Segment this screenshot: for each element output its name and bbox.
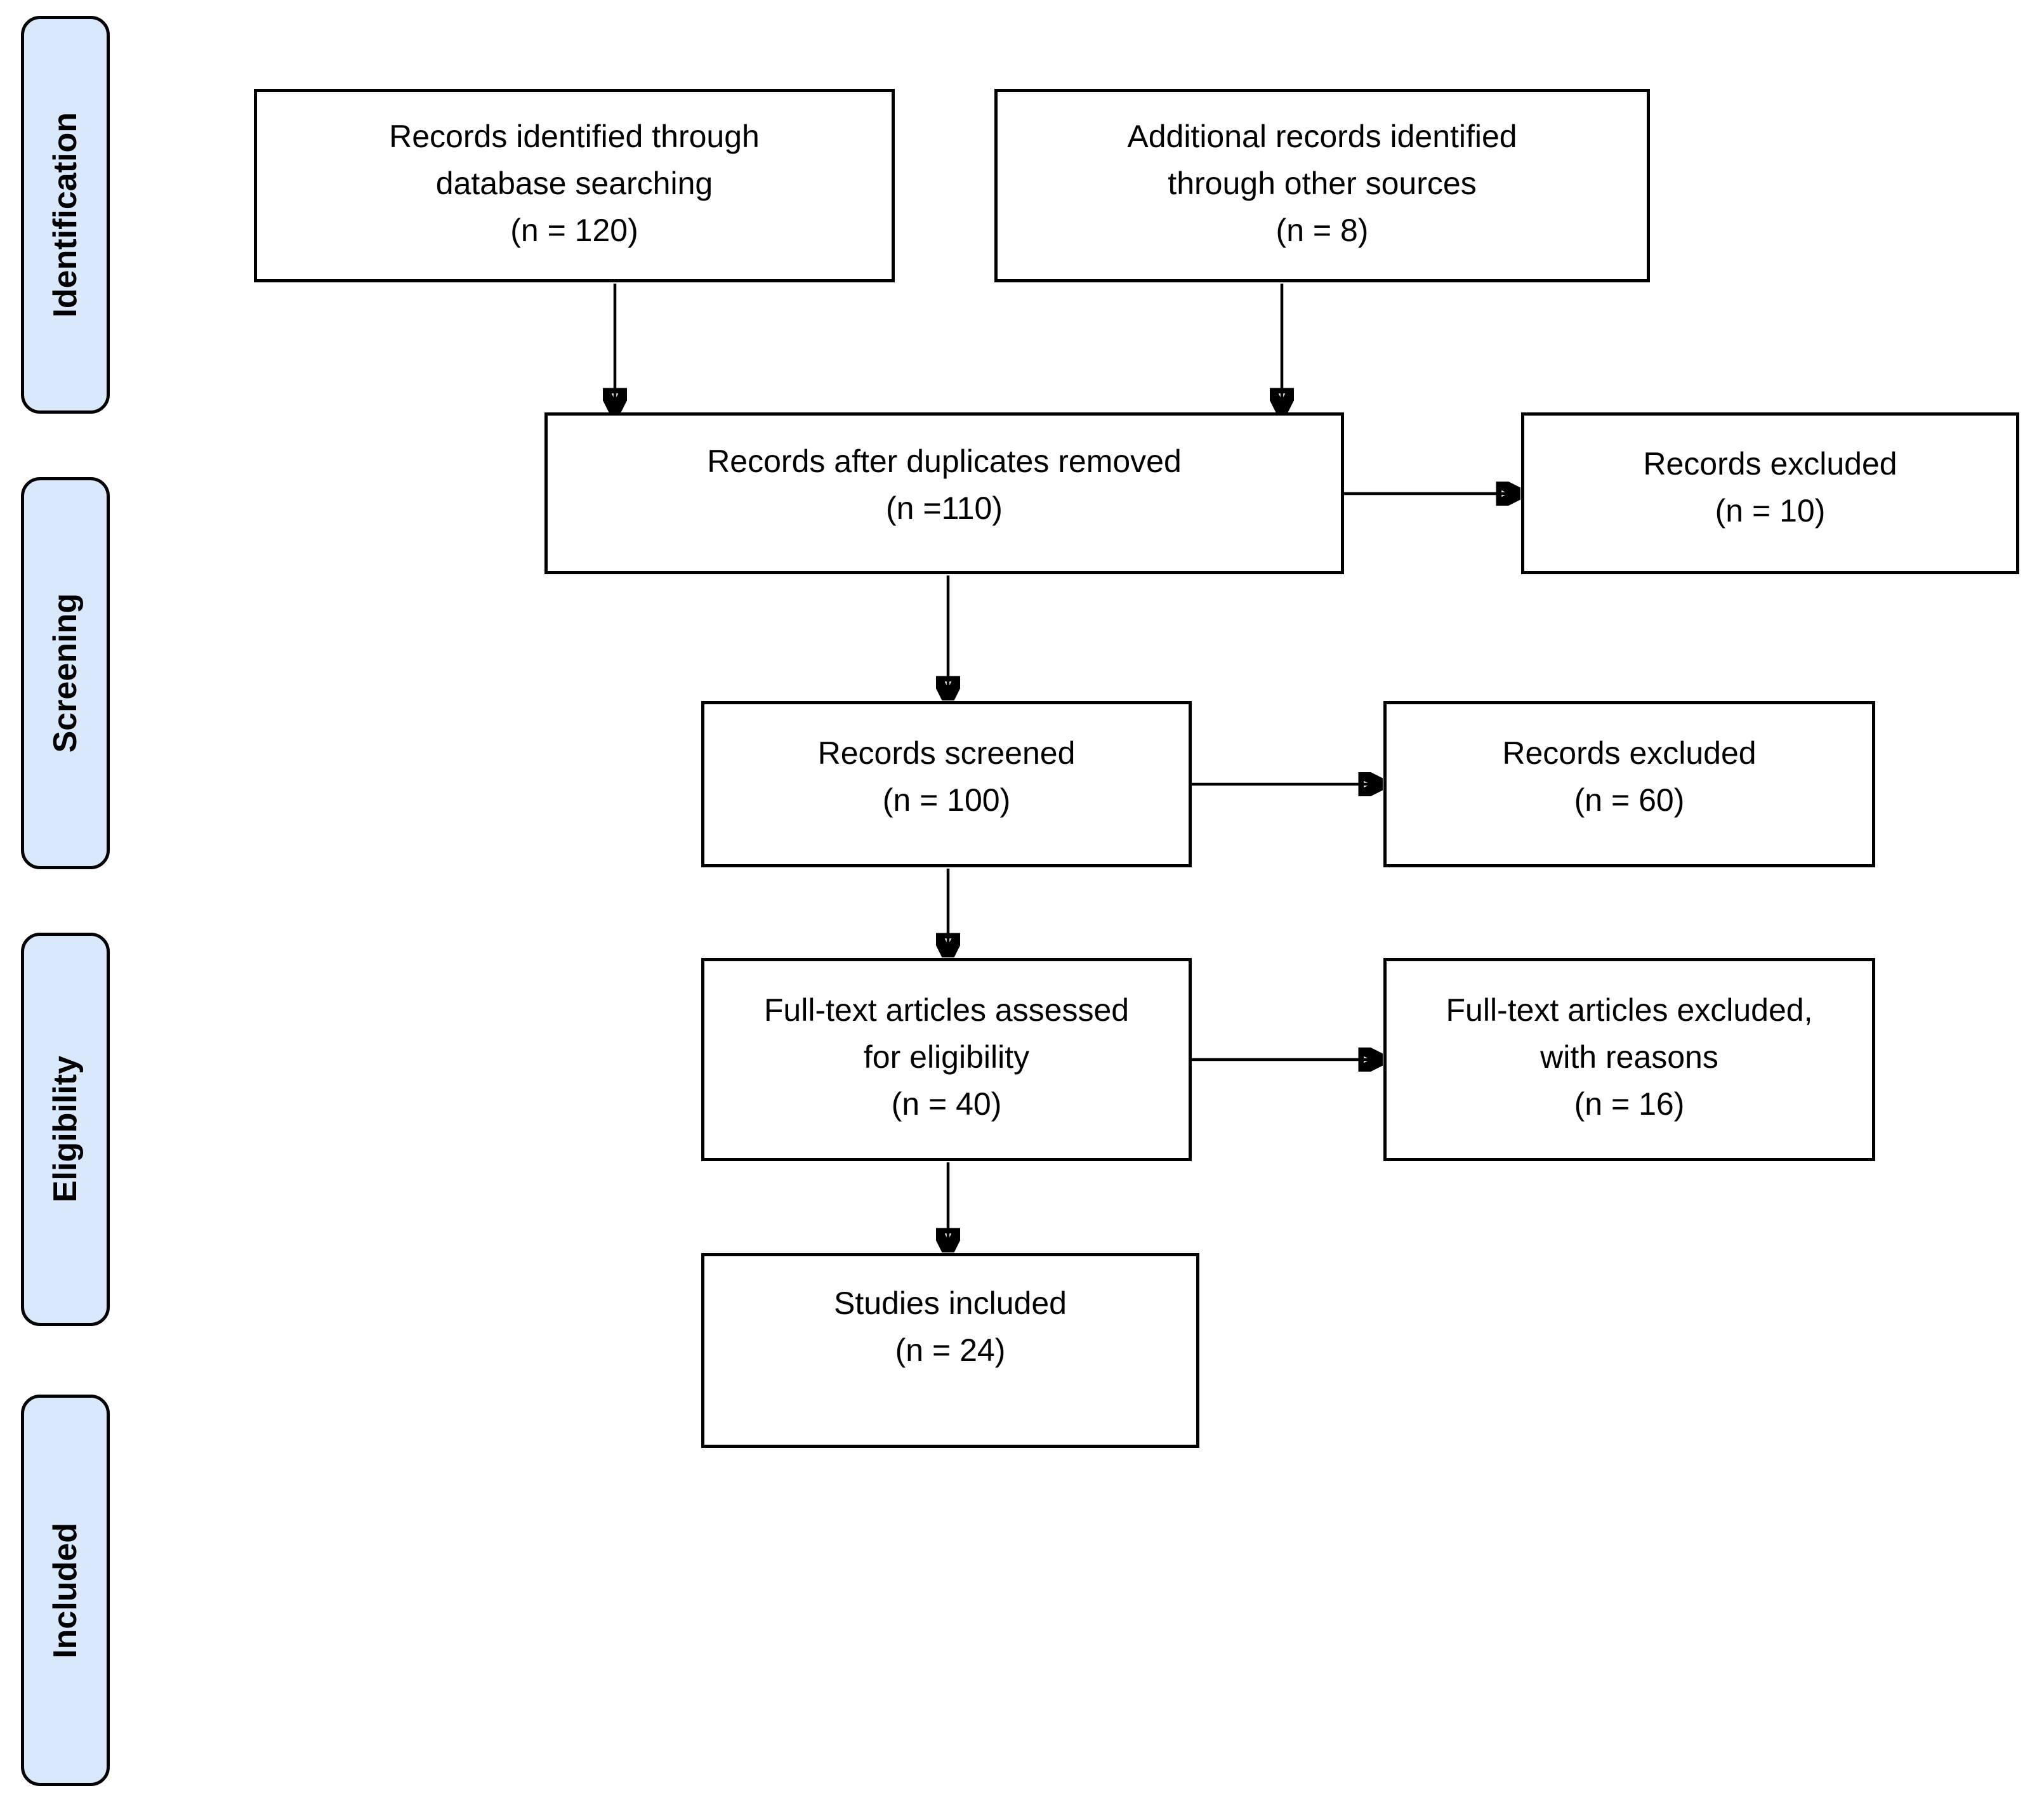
flow-box-line: (n = 8): [1276, 212, 1369, 248]
flow-box-line: database searching: [435, 165, 713, 201]
flow-box-line: with reasons: [1540, 1039, 1718, 1075]
flow-box-line: (n = 40): [891, 1086, 1002, 1122]
flow-box-line: for eligibility: [863, 1039, 1030, 1075]
flow-box-line: (n = 120): [510, 212, 638, 248]
flow-box-line: (n = 10): [1715, 492, 1826, 529]
flow-box-line: through other sources: [1168, 165, 1477, 201]
flow-box-records-excluded-2: Records excluded (n = 60): [1383, 701, 1875, 867]
flow-box-studies-included: Studies included (n = 24): [701, 1253, 1199, 1448]
flow-box-line: (n = 60): [1574, 782, 1685, 818]
stage-eligibility: Eligibility: [21, 933, 110, 1326]
flow-box-fulltext-assessed: Full-text articles assessed for eligibil…: [701, 958, 1192, 1161]
flow-box-line: Records excluded: [1502, 735, 1757, 771]
stage-label-identification: Identification: [47, 112, 84, 318]
flow-box-line: Studies included: [834, 1285, 1067, 1321]
flow-box-records-excluded-1: Records excluded (n = 10): [1521, 412, 2019, 574]
flow-box-line: (n = 100): [882, 782, 1011, 818]
stage-label-screening: Screening: [47, 593, 84, 753]
flow-box-line: Records excluded: [1643, 445, 1897, 482]
flow-box-line: Records identified through: [389, 118, 760, 154]
flow-box-fulltext-excluded: Full-text articles excluded, with reason…: [1383, 958, 1875, 1161]
flow-box-line: Records after duplicates removed: [707, 443, 1182, 479]
flow-box-line: Additional records identified: [1127, 118, 1517, 154]
stage-screening: Screening: [21, 477, 110, 869]
flow-box-duplicates-removed: Records after duplicates removed (n =110…: [544, 412, 1344, 574]
stage-identification: Identification: [21, 16, 110, 414]
flow-box-line: Full-text articles assessed: [763, 992, 1130, 1028]
flow-box-records-screened: Records screened (n = 100): [701, 701, 1192, 867]
stage-included: Included: [21, 1395, 110, 1786]
flow-box-line: Records screened: [817, 735, 1076, 771]
flow-box-line: Full-text articles excluded,: [1446, 992, 1813, 1028]
flow-box-line: (n = 16): [1574, 1086, 1685, 1122]
flow-box-additional-records: Additional records identified through ot…: [994, 89, 1650, 282]
flow-box-line: (n = 24): [895, 1332, 1006, 1368]
flow-box-line: (n =110): [886, 490, 1003, 526]
stage-label-eligibility: Eligibility: [47, 1056, 84, 1203]
stage-label-included: Included: [47, 1522, 84, 1659]
flow-box-records-identified: Records identified through database sear…: [254, 89, 895, 282]
